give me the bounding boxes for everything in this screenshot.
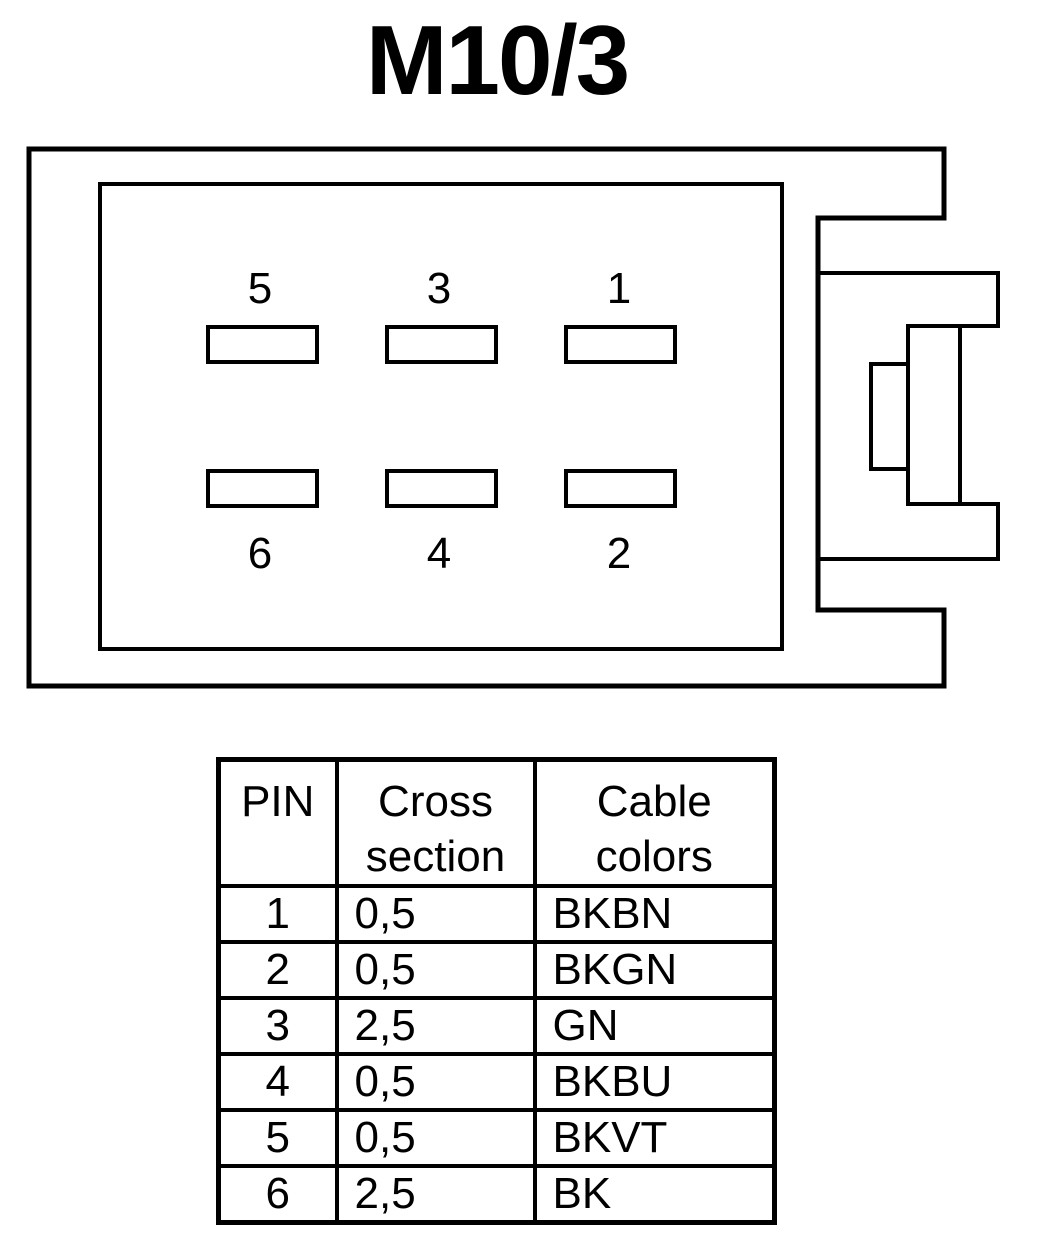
header-cross-section: Cross section — [334, 757, 537, 888]
table-header-row: PIN Cross section Cable colors — [216, 757, 777, 888]
table-row: 6 2,5 BK — [216, 1164, 777, 1225]
cell-pin: 6 — [216, 1164, 339, 1225]
cell-cable-color: BKVT — [532, 1108, 777, 1168]
cell-cable-color: BKGN — [532, 940, 777, 1000]
connector-title: M10/3 — [366, 5, 628, 115]
pin-label-5: 5 — [248, 264, 272, 313]
cell-cable-color: BK — [532, 1164, 777, 1225]
connector-housing-outline — [26, 146, 947, 689]
table-row: 1 0,5 BKBN — [216, 884, 777, 944]
cell-pin: 5 — [216, 1108, 339, 1168]
cell-cross-section: 2,5 — [334, 1164, 537, 1225]
connector-latch — [818, 271, 1000, 561]
connector-diagram: M10/3 5 3 1 6 4 2 — [26, 5, 1000, 689]
table-row: 5 0,5 BKVT — [216, 1108, 777, 1168]
pin-contact-3 — [385, 325, 498, 364]
header-cable-colors-line1: Cable — [596, 777, 712, 826]
pin-label-2: 2 — [607, 529, 631, 578]
header-cross-section-line2: section — [365, 832, 506, 881]
cell-cross-section: 0,5 — [334, 1052, 537, 1112]
pin-label-4: 4 — [427, 529, 451, 578]
header-cross-section-line1: Cross — [378, 777, 493, 826]
pin-label-3: 3 — [427, 264, 451, 313]
table-row: 3 2,5 GN — [216, 996, 777, 1056]
pin-contact-1 — [564, 325, 677, 364]
cell-cable-color: BKBU — [532, 1052, 777, 1112]
table-row: 4 0,5 BKBU — [216, 1052, 777, 1112]
cell-pin: 1 — [216, 884, 339, 944]
cell-cross-section: 0,5 — [334, 940, 537, 1000]
header-cable-colors-line2: colors — [595, 832, 713, 881]
table-row: 2 0,5 BKGN — [216, 940, 777, 1000]
pin-contact-2 — [564, 469, 677, 508]
pin-cavity — [98, 182, 784, 651]
header-cable-colors: Cable colors — [532, 757, 777, 888]
cell-cross-section: 0,5 — [334, 884, 537, 944]
cell-cross-section: 2,5 — [334, 996, 537, 1056]
pin-label-1: 1 — [607, 264, 631, 313]
cell-pin: 4 — [216, 1052, 339, 1112]
header-pin: PIN — [216, 757, 339, 888]
cell-pin: 2 — [216, 940, 339, 1000]
cell-pin: 3 — [216, 996, 339, 1056]
cell-cable-color: GN — [532, 996, 777, 1056]
pin-contact-4 — [385, 469, 498, 508]
pin-contact-5 — [206, 325, 319, 364]
cell-cross-section: 0,5 — [334, 1108, 537, 1168]
pin-contacts — [206, 325, 677, 508]
pin-contact-6 — [206, 469, 319, 508]
cell-cable-color: BKBN — [532, 884, 777, 944]
pin-label-6: 6 — [248, 529, 272, 578]
pin-assignment-table: PIN Cross section Cable colors 1 0,5 BKB… — [216, 757, 777, 1225]
